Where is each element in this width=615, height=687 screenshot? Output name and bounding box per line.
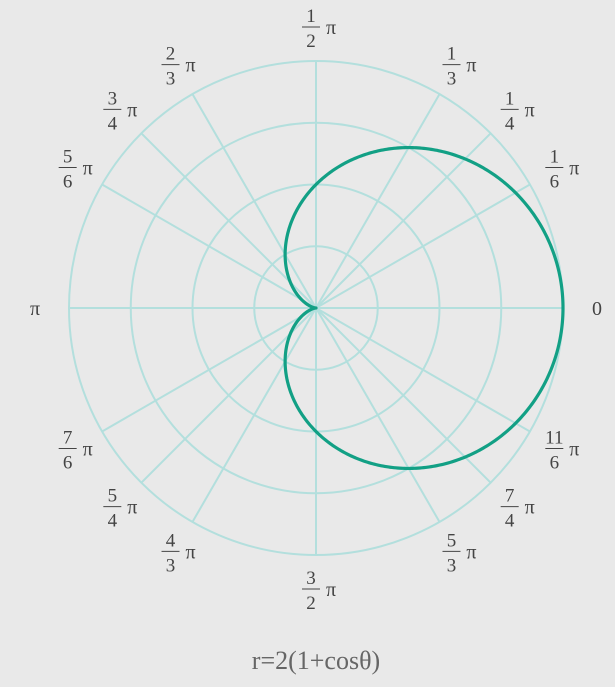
angle-tick-numerator: 3 (108, 88, 118, 109)
angle-tick-denominator: 4 (108, 113, 118, 134)
angle-tick-label: 5 3π (442, 530, 477, 576)
angle-tick-numerator: 1 (447, 44, 457, 65)
angle-tick-numerator: 7 (63, 427, 73, 448)
angle-tick-pi: π (185, 55, 195, 77)
angle-spoke (315, 307, 441, 523)
angle-tick-denominator: 2 (306, 593, 316, 614)
angle-tick-denominator: 3 (447, 69, 457, 90)
angle-tick-text: π (30, 298, 40, 320)
angle-tick-pi: π (525, 99, 535, 121)
angle-tick-pi: π (83, 158, 93, 180)
angle-tick-numerator: 4 (166, 530, 176, 551)
angle-label-layer: 016π14π13π12π23π34π56ππ76π54π43π32π53π74… (30, 6, 602, 614)
angle-tick-label: 1 4π (500, 88, 535, 134)
angle-tick-denominator: 3 (447, 555, 457, 576)
angle-spoke (191, 307, 317, 523)
angle-tick-numerator: 3 (306, 568, 316, 589)
angle-tick-denominator: 4 (505, 113, 515, 134)
angle-tick-label: 1 3π (442, 44, 477, 90)
angle-tick-label: 5 6π (58, 147, 93, 193)
angle-tick-denominator: 3 (166, 555, 176, 576)
angle-tick-numerator: 5 (447, 530, 457, 551)
angle-tick-label: 4 3π (161, 530, 196, 576)
angle-tick-pi: π (83, 438, 93, 460)
angle-spoke (101, 307, 317, 433)
angle-tick-pi: π (326, 579, 336, 601)
angle-tick-label: 5 4π (103, 486, 137, 532)
angle-tick-denominator: 2 (306, 31, 316, 52)
angle-tick-denominator: 4 (108, 511, 118, 532)
angle-tick-numerator: 5 (63, 147, 73, 168)
angle-spoke (315, 307, 492, 484)
angle-spoke (315, 307, 531, 433)
angle-tick-pi: π (525, 497, 535, 519)
angle-tick-label: 7 4π (500, 486, 535, 532)
angle-tick-label: 2 3π (161, 44, 196, 90)
angle-spoke (315, 132, 492, 309)
angle-tick-pi: π (569, 438, 579, 460)
angle-tick-label: 1 2π (302, 6, 336, 52)
angle-tick-denominator: 6 (63, 452, 73, 473)
angle-spoke (315, 93, 441, 309)
angle-tick-pi: π (466, 55, 476, 77)
angle-tick-denominator: 4 (505, 511, 515, 532)
angle-tick-numerator: 2 (166, 44, 176, 65)
angle-tick-label: π (30, 298, 40, 320)
angle-tick-denominator: 6 (550, 172, 560, 193)
equation-caption: r=2(1+cosθ) (252, 646, 380, 675)
angle-tick-denominator: 6 (550, 452, 560, 473)
angle-spoke (101, 183, 317, 309)
angle-tick-pi: π (466, 541, 476, 563)
angle-spoke (140, 307, 317, 484)
angle-tick-denominator: 6 (63, 172, 73, 193)
angle-tick-denominator: 3 (166, 69, 176, 90)
angle-tick-pi: π (185, 541, 195, 563)
angle-tick-numerator: 7 (505, 486, 515, 507)
angle-tick-numerator: 11 (545, 427, 563, 448)
angle-tick-label: 0 (592, 298, 602, 320)
angle-tick-numerator: 1 (306, 6, 316, 27)
angle-spoke (191, 93, 317, 309)
angle-spoke (315, 183, 531, 309)
angle-tick-numerator: 1 (505, 88, 515, 109)
angle-tick-label: 3 2π (302, 568, 336, 614)
angle-tick-numerator: 1 (550, 147, 560, 168)
angle-tick-pi: π (127, 99, 137, 121)
angle-tick-pi: π (326, 17, 336, 39)
angle-tick-label: 11 6π (545, 427, 579, 473)
angle-tick-numerator: 5 (108, 486, 118, 507)
angle-tick-pi: π (569, 158, 579, 180)
angle-tick-label: 1 6π (545, 147, 579, 193)
angle-tick-label: 3 4π (103, 88, 137, 134)
cardioid-curve (283, 145, 565, 471)
angle-spoke (140, 132, 317, 309)
curve-layer (283, 145, 565, 471)
angle-tick-pi: π (127, 497, 137, 519)
angle-tick-label: 7 6π (58, 427, 93, 473)
angle-tick-text: 0 (592, 298, 602, 320)
